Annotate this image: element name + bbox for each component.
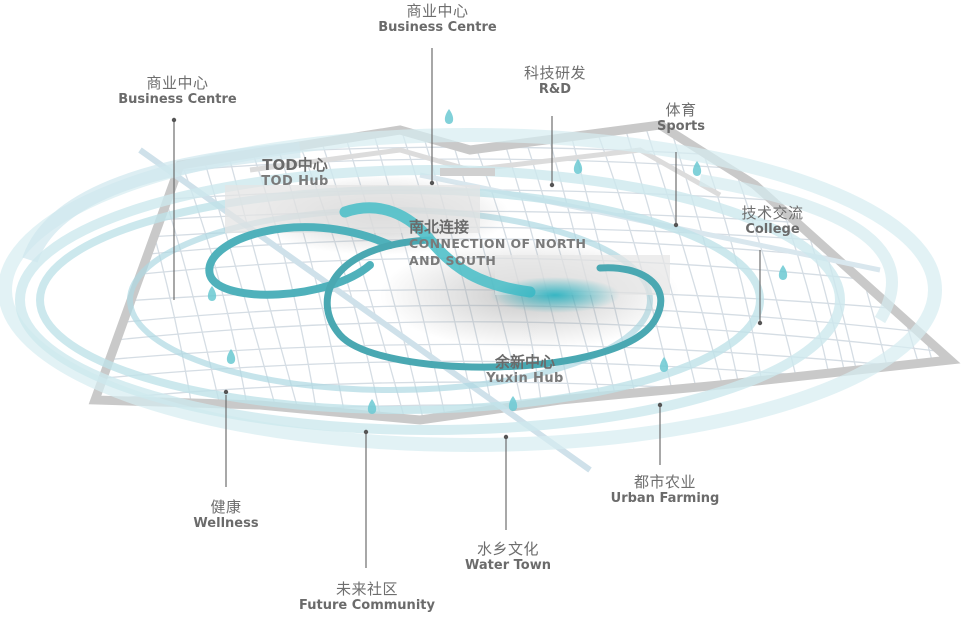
label-zh: 南北连接 xyxy=(409,218,470,236)
label-en: Wellness xyxy=(193,516,259,531)
label-zh: 体育 xyxy=(665,101,697,119)
label-en: Yuxin Hub xyxy=(486,371,564,386)
street-line xyxy=(913,125,950,420)
label-zh: 商业中心 xyxy=(406,2,469,20)
central-lake xyxy=(490,277,620,313)
street-line xyxy=(95,238,950,272)
label-zh: 水乡文化 xyxy=(476,540,539,558)
label-zh: TOD中心 xyxy=(262,156,328,174)
water-drop-icon xyxy=(367,399,377,414)
water-drop-icon xyxy=(778,265,788,280)
street-line xyxy=(939,125,950,420)
hub-rings xyxy=(205,202,665,371)
label-future-community: 未来社区 Future Community xyxy=(288,580,446,614)
water-drops xyxy=(207,109,788,414)
label-en: Business Centre xyxy=(378,20,497,35)
label-zh: 科技研发 xyxy=(523,64,586,82)
label-zh: 未来社区 xyxy=(335,580,398,598)
water-drop-icon xyxy=(444,109,454,124)
label-en: Business Centre xyxy=(118,92,237,107)
label-yuxin-hub: 余新中心 Yuxin Hub xyxy=(470,353,580,387)
label-en: Urban Farming xyxy=(610,491,720,506)
label-zh: 余新中心 xyxy=(494,353,555,371)
label-en: TOD Hub xyxy=(261,174,329,189)
label-business-centre-top: 商业中心 Business Centre xyxy=(360,2,515,36)
label-en: Water Town xyxy=(465,558,551,573)
label-business-centre-left: 商业中心 Business Centre xyxy=(100,74,255,108)
water-drop-icon xyxy=(508,396,518,411)
label-en: R&D xyxy=(538,82,572,97)
massing-block-3 xyxy=(440,168,495,176)
label-en: CONNECTION OF NORTH AND SOUTH xyxy=(409,236,587,268)
label-college: 技术交流 College xyxy=(715,204,830,238)
label-urban-farming: 都市农业 Urban Farming xyxy=(600,473,730,507)
label-zh: 技术交流 xyxy=(741,204,804,222)
label-en: Sports xyxy=(657,119,705,134)
water-drop-icon xyxy=(207,286,217,301)
label-zh: 商业中心 xyxy=(146,74,209,92)
water-drop-icon xyxy=(659,357,669,372)
label-connection: 南北连接 CONNECTION OF NORTH AND SOUTH xyxy=(409,218,619,270)
street-line xyxy=(336,125,429,420)
label-zh: 健康 xyxy=(210,498,242,516)
label-wellness: 健康 Wellness xyxy=(176,498,276,532)
label-rnd: 科技研发 R&D xyxy=(500,64,610,98)
water-drop-icon xyxy=(573,159,583,174)
label-zh: 都市农业 xyxy=(633,473,696,491)
water-drop-icon xyxy=(226,349,236,364)
label-water-town: 水乡文化 Water Town xyxy=(452,540,564,574)
label-en: College xyxy=(745,222,800,237)
water-drop-icon xyxy=(692,161,702,176)
label-en: Future Community xyxy=(299,598,435,613)
label-tod-hub: TOD中心 TOD Hub xyxy=(240,156,350,190)
label-sports: 体育 Sports xyxy=(636,101,726,135)
leader-lines xyxy=(171,48,763,568)
